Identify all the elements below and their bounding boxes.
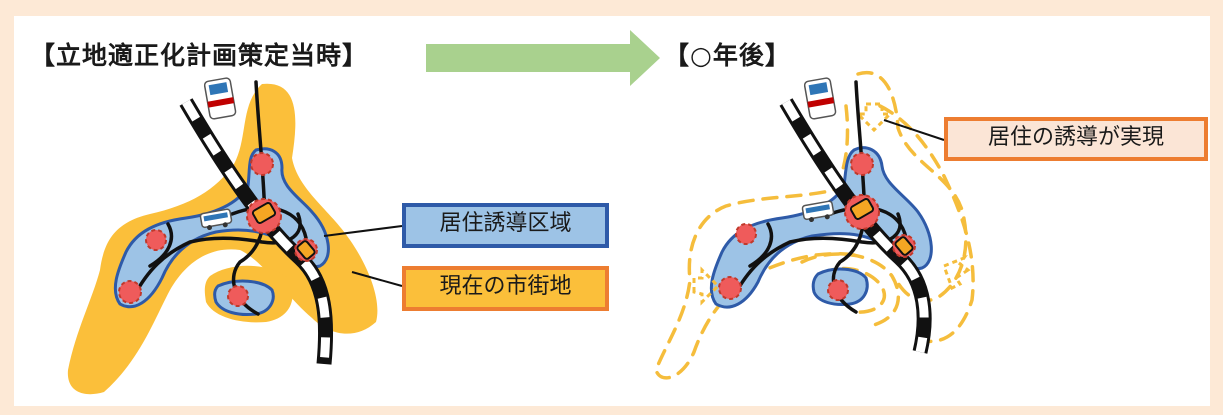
leader-line-realized [883,119,945,141]
inflow-arrows [692,102,971,306]
station-marker [145,229,167,251]
station-marker [735,223,757,245]
station-markers [118,152,318,307]
railway-line-after [779,98,932,354]
right-arrow-icon [426,30,660,86]
station-icon [296,240,316,260]
station-marker [250,152,274,176]
bus-icon [199,208,233,231]
station-marker [718,276,742,300]
leader-line-zone [323,225,403,237]
station-icon [894,236,914,256]
station-marker [827,279,849,301]
station-marker [227,285,249,307]
residential-zone-shape-after [709,146,933,309]
current-town-label: 現在の市街地 [402,266,609,311]
heading-before: 【立地適正化計画策定当時】 [30,41,369,70]
station-marker [118,280,142,304]
station-icon [251,202,277,224]
inflow-arrow [692,266,721,306]
train-icon [803,77,837,120]
residential-zone-shape [113,147,330,309]
station-marker [850,152,874,176]
inflow-arrow [854,102,894,133]
residential-zone-label: 居住誘導区域 [402,203,609,248]
train-icon [203,77,237,120]
station-markers-after [718,152,916,301]
inflow-arrow [942,254,971,291]
map-before [67,77,403,395]
realized-label: 居住の誘導が実現 [944,117,1208,161]
station-icon [849,198,875,220]
map-after [654,70,975,380]
heading-after: 【○年後】 [664,41,791,70]
bus-icon [801,200,835,223]
leader-line-town [351,271,403,287]
